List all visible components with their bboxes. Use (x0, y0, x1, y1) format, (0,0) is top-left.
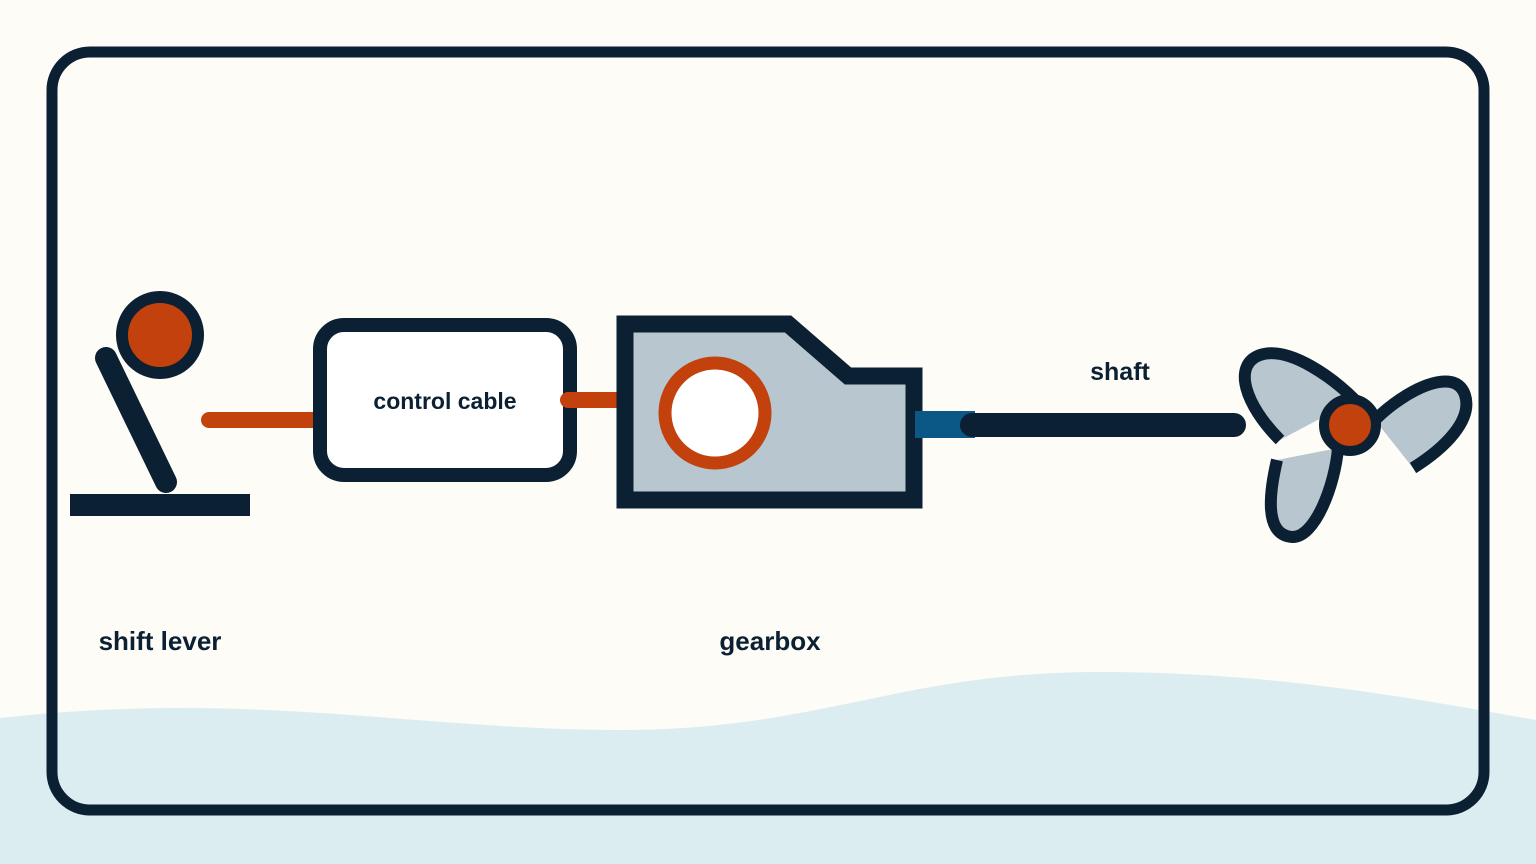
shift-lever-label: shift lever (99, 626, 222, 656)
gearbox-label: gearbox (719, 626, 821, 656)
propeller-hub (1319, 394, 1381, 456)
propeller-icon (1238, 347, 1473, 543)
control-cable-label: control cable (373, 388, 516, 414)
diagram-frame (46, 46, 1490, 816)
lever-arm (95, 347, 177, 493)
water-band (0, 672, 1536, 864)
propeller-blade-upper (1238, 347, 1360, 445)
propeller-blade-right (1370, 375, 1473, 474)
gearbox-gear-ring (658, 356, 772, 470)
shift-lever-icon (70, 291, 250, 516)
propeller-blade-lower (1264, 447, 1344, 543)
lever-base (70, 494, 250, 516)
gearbox-housing (616, 315, 923, 509)
lever-knob (116, 291, 204, 379)
shaft-label: shaft (1090, 358, 1150, 386)
